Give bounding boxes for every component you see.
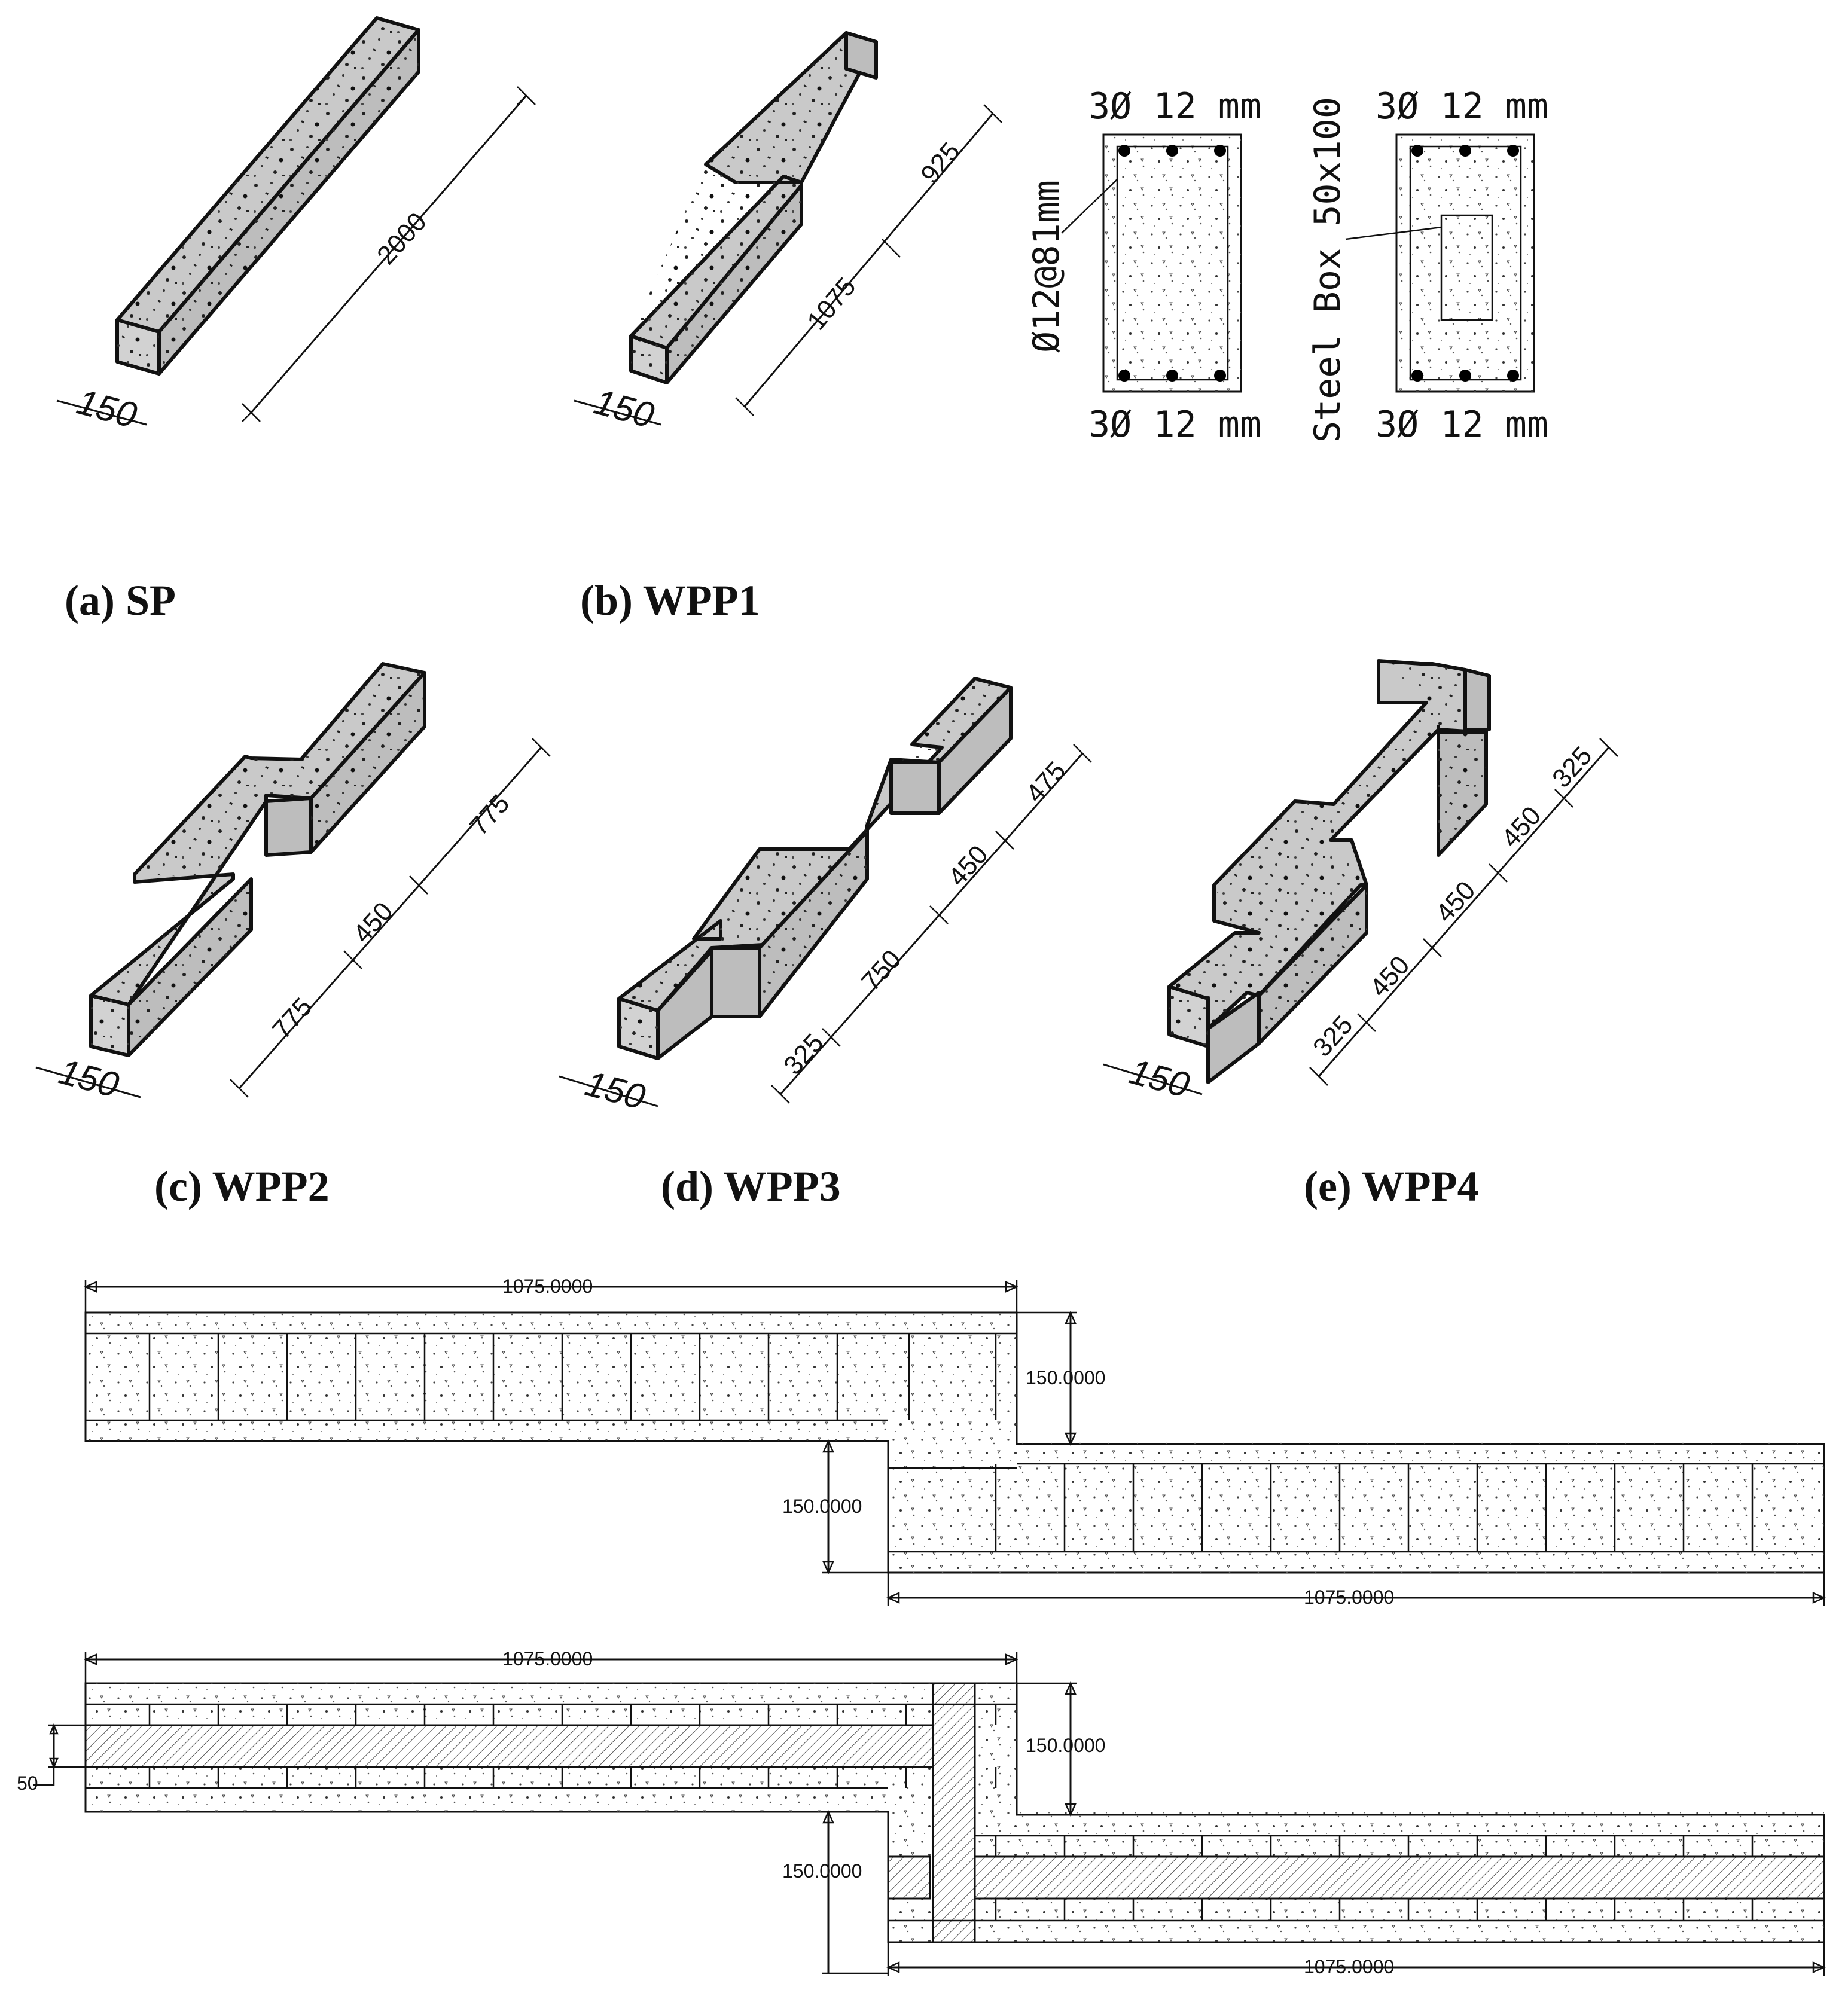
plan1-depth-right: 150.0000 bbox=[1026, 1367, 1105, 1388]
sp-width-label: 150 bbox=[73, 382, 141, 436]
plan2-depth-left: 150.0000 bbox=[782, 1860, 862, 1882]
section2-top-bars: 3Ø 12 mm bbox=[1376, 86, 1548, 127]
wpp3-seg1-label: 325 bbox=[778, 1028, 830, 1080]
wpp4-seg1-label: 325 bbox=[1307, 1010, 1359, 1062]
section-steel-box-label: Steel Box 50x100 bbox=[1307, 97, 1349, 442]
wpp4-seg3-label: 450 bbox=[1430, 875, 1481, 927]
wpp2-width-label: 150 bbox=[55, 1051, 123, 1106]
wpp4-seg4-label: 450 bbox=[1496, 801, 1547, 853]
plan2-length-bottom: 1075.0000 bbox=[1304, 1956, 1394, 1977]
wpp3-seg3-label: 450 bbox=[943, 840, 994, 892]
plan1-length-bottom: 1075.0000 bbox=[1304, 1586, 1394, 1608]
wpp2-seg2-label: 450 bbox=[347, 896, 399, 948]
cross-section-steel-box: 3Ø 12 mm Steel Box 50x100 3Ø 12 mm bbox=[1307, 86, 1548, 445]
section1-stirrups: Ø12@81mm bbox=[1026, 180, 1068, 353]
specimen-wpp2: 150 775 450 775 bbox=[35, 662, 551, 1106]
plan1-length-top: 1075.0000 bbox=[502, 1275, 593, 1297]
specimen-sp: 150 2000 bbox=[56, 16, 536, 436]
caption-sp: (a) SP bbox=[65, 576, 176, 624]
section2-bottom-bars: 3Ø 12 mm bbox=[1376, 404, 1548, 445]
wpp1-seg2-label: 925 bbox=[915, 137, 966, 190]
caption-wpp1: (b) WPP1 bbox=[580, 576, 760, 624]
wpp4-seg2-label: 450 bbox=[1364, 950, 1416, 1002]
specimen-wpp1: 150 1075 925 bbox=[574, 31, 1002, 436]
wpp1-width-label: 150 bbox=[590, 382, 658, 436]
plan2-depth-right: 150.0000 bbox=[1026, 1735, 1105, 1756]
wpp2-seg3-label: 775 bbox=[464, 789, 516, 841]
section1-top-bars: 3Ø 12 mm bbox=[1088, 86, 1261, 127]
plan-view-steel-box: 1075.0000 150.0000 50 150.0000 1075.0000 bbox=[17, 1648, 1826, 1977]
wpp2-seg1-label: 775 bbox=[267, 992, 318, 1044]
cross-section-reinforced: 3Ø 12 mm Ø12@81mm 3Ø 12 mm bbox=[1026, 86, 1261, 445]
plan2-length-top: 1075.0000 bbox=[502, 1648, 593, 1670]
caption-wpp4: (e) WPP4 bbox=[1304, 1162, 1479, 1210]
plan1-depth-left: 150.0000 bbox=[782, 1496, 862, 1517]
caption-wpp3: (d) WPP3 bbox=[661, 1162, 841, 1210]
wpp3-seg4-label: 475 bbox=[1020, 756, 1072, 808]
wpp4-width-label: 150 bbox=[1126, 1051, 1194, 1106]
caption-wpp2: (c) WPP2 bbox=[154, 1162, 330, 1210]
specimen-wpp3: 150 325 750 450 475 bbox=[559, 677, 1092, 1118]
wpp3-width-label: 150 bbox=[581, 1063, 649, 1118]
section1-bottom-bars: 3Ø 12 mm bbox=[1088, 404, 1261, 445]
plan2-box-dim: 50 bbox=[17, 1772, 38, 1794]
sp-length-label: 2000 bbox=[371, 207, 432, 270]
wpp1-seg1-label: 1075 bbox=[801, 272, 861, 335]
wpp3-seg2-label: 750 bbox=[856, 944, 907, 996]
specimen-wpp4: 150 325 450 450 450 325 bbox=[1103, 659, 1618, 1106]
wpp4-seg5-label: 325 bbox=[1547, 741, 1598, 793]
plan-view-reinforced: 1075.0000 150.0000 150.0000 1075.0000 bbox=[83, 1275, 1826, 1608]
